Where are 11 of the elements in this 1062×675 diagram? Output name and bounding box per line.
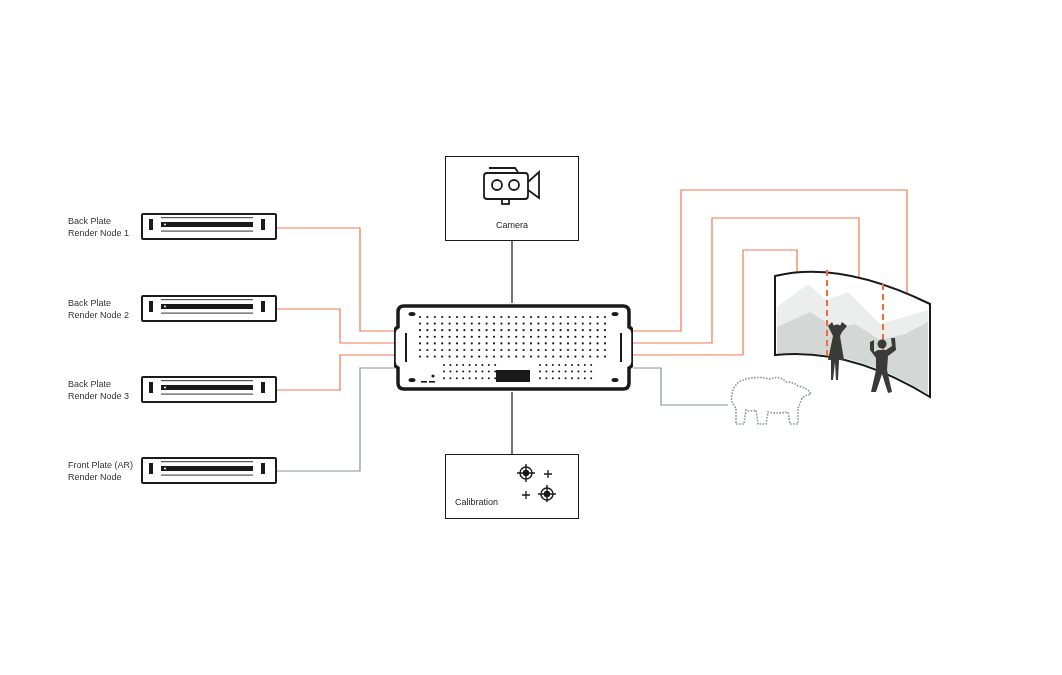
node-label: Camera xyxy=(495,220,529,230)
node-label: Back Plate Render Node 3 xyxy=(68,378,131,402)
cable-line xyxy=(511,240,513,304)
node-label: Back Plate Render Node 1 xyxy=(68,215,131,239)
node-label: Front Plate (AR) Render Node xyxy=(68,459,135,483)
cable-line xyxy=(276,227,395,332)
node-label: Calibration xyxy=(455,497,499,507)
node-label: Back Plate Render Node 2 xyxy=(68,297,131,321)
cable-line xyxy=(632,367,729,406)
cable-line xyxy=(276,367,395,472)
cable-line xyxy=(511,391,513,455)
